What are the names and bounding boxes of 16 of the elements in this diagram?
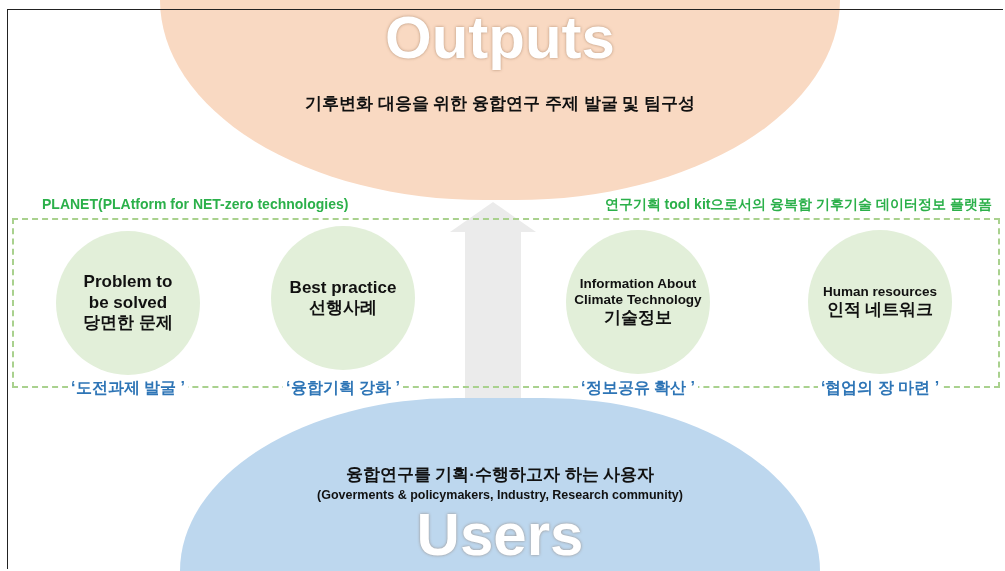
body-text: 융합연구를 기획·수행하고자 하는 사용자 — [344, 466, 656, 483]
circle-text: 기술정보 — [603, 308, 673, 329]
block-arrow — [450, 202, 536, 398]
circle-text: Information About Climate Technology — [573, 275, 703, 308]
circle-text: 인적 네트워크 — [825, 299, 935, 321]
circle-text: Problem to be solved — [82, 272, 174, 314]
body-text: (Goverments & policymakers, Industry, Research community) — [316, 489, 684, 502]
body-text: 기후변화 대응을 위한 융합연구 주제 발굴 및 팀구성 — [303, 95, 697, 112]
heading-text: 연구기획 tool kit으로서의 융복합 기후기술 데이터정보 플랫폼 — [604, 196, 992, 214]
title-text: Users — [416, 505, 585, 565]
circle-text: Best practice — [288, 277, 398, 298]
circle-text: 선행사례 — [308, 298, 378, 319]
heading-text: PLANET(PLAtform for NET-zero technologies) — [42, 196, 349, 212]
title-text: Outputs — [384, 8, 616, 68]
circle-text: Human resources — [821, 283, 938, 300]
circle-text: 당면한 문제 — [82, 313, 174, 334]
